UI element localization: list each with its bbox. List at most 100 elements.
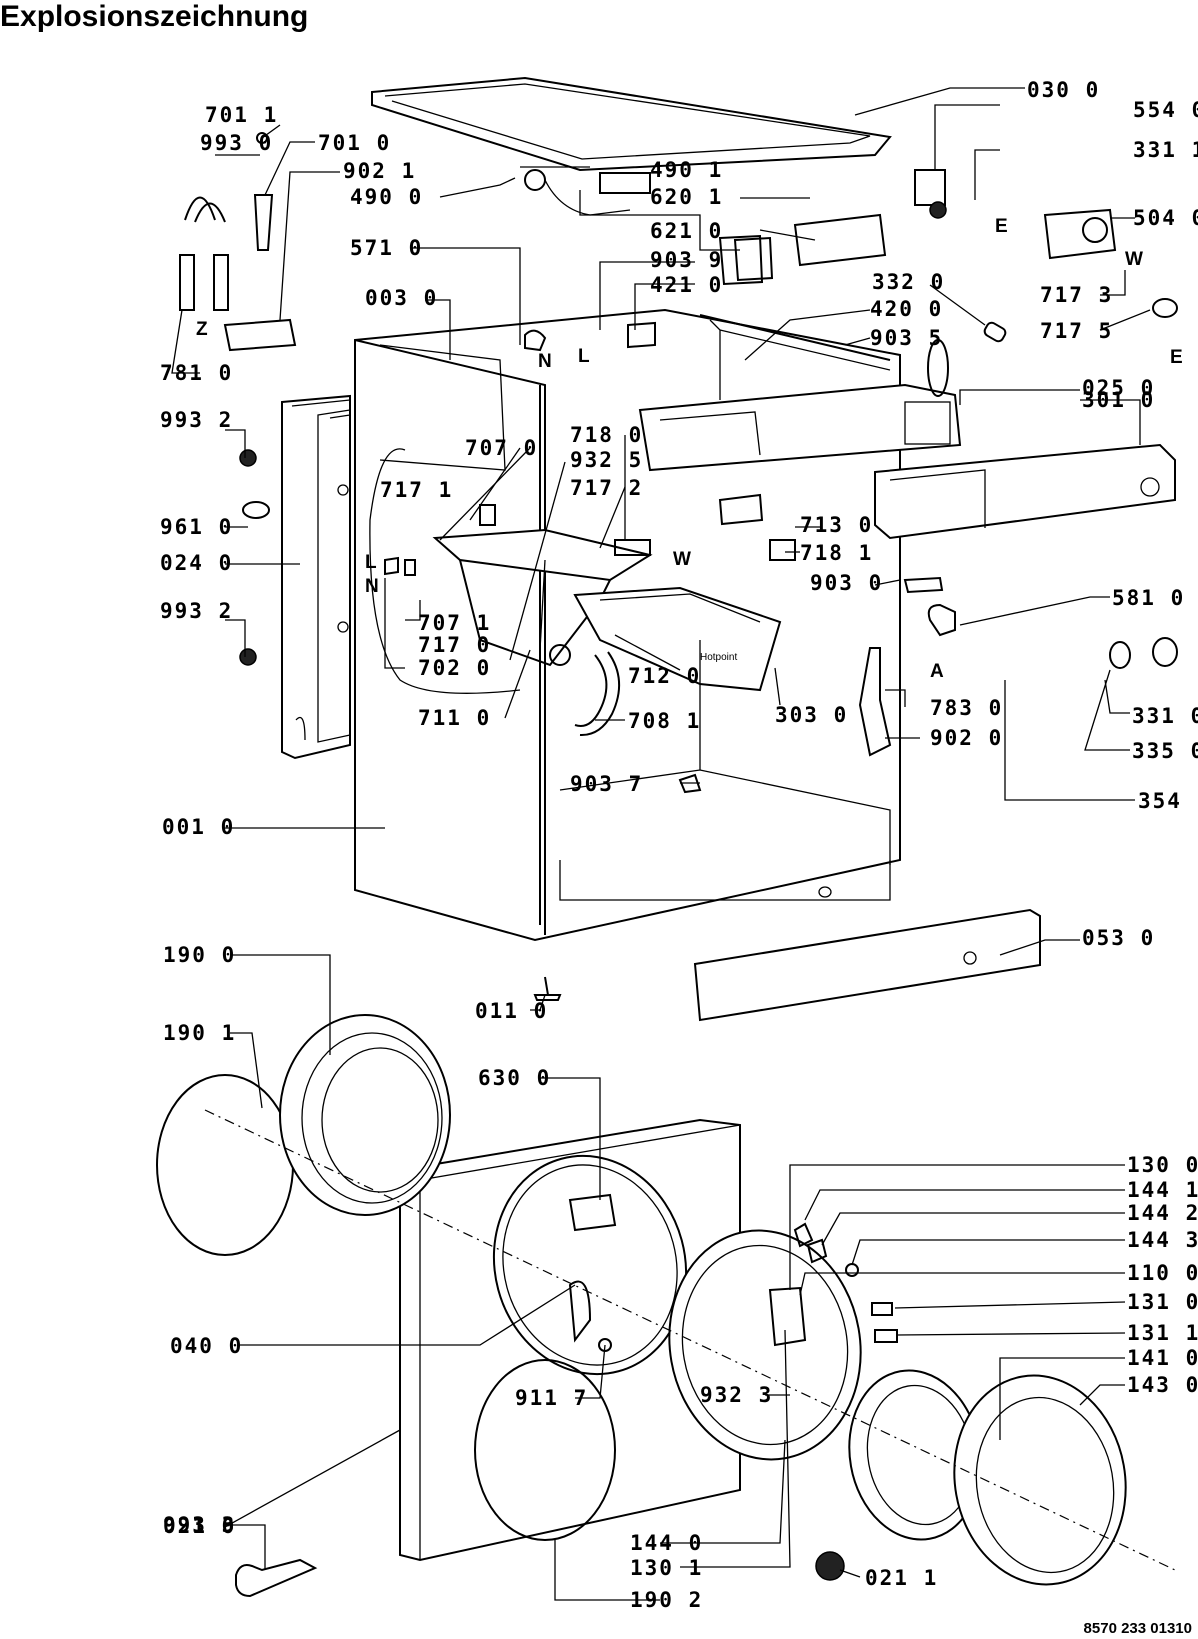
part-label: 571 0 <box>350 236 423 260</box>
part-label: N <box>538 351 552 372</box>
part-label: 420 0 <box>870 297 943 321</box>
part-label: 783 0 <box>930 696 1003 720</box>
part-label: 024 0 <box>160 551 233 575</box>
part-label: 144 1 <box>1127 1178 1198 1202</box>
hose-outline <box>369 448 521 694</box>
part-label: 130 0 <box>1127 1153 1198 1177</box>
part-label: 903 5 <box>870 326 943 350</box>
part-label: 131 1 <box>1127 1321 1198 1345</box>
part-label: 144 2 <box>1127 1201 1198 1225</box>
part-label: 001 0 <box>162 815 235 839</box>
part-label: 190 2 <box>630 1588 703 1612</box>
lid <box>371 76 892 172</box>
axis-line <box>204 1109 1176 1571</box>
part-label: 718 1 <box>800 541 873 565</box>
part-label: 143 0 <box>1127 1373 1198 1397</box>
part-label: 021 1 <box>865 1566 938 1590</box>
part-label: 303 0 <box>775 703 848 727</box>
small-parts <box>179 132 1178 1352</box>
part-label: 902 1 <box>343 159 416 183</box>
part-label: W <box>673 549 691 570</box>
part-label: 911 7 <box>515 1386 588 1410</box>
detergent-dispenser: Hotpoint <box>432 528 782 692</box>
part-label: 621 0 <box>650 219 723 243</box>
part-label: 131 0 <box>1127 1290 1198 1314</box>
part-label: 630 0 <box>478 1066 551 1090</box>
part-label: 190 1 <box>163 1021 236 1045</box>
part-label: 961 0 <box>160 515 233 539</box>
part-label: 003 0 <box>365 286 438 310</box>
part-label: L <box>578 346 590 367</box>
part-label: 490 1 <box>650 158 723 182</box>
part-label: 993 2 <box>160 408 233 432</box>
part-label: 707 0 <box>465 436 538 460</box>
part-label: 190 0 <box>163 943 236 967</box>
part-label: W <box>1125 249 1143 270</box>
part-label: A <box>930 661 944 682</box>
door-frame <box>668 1229 862 1461</box>
part-label: 717 1 <box>380 478 453 502</box>
part-label: 040 0 <box>170 1334 243 1358</box>
part-label: 903 7 <box>570 772 643 796</box>
part-label: 932 5 <box>570 448 643 472</box>
part-label: 903 0 <box>810 571 883 595</box>
part-label: 717 2 <box>570 476 643 500</box>
part-label: 581 0 <box>1112 586 1185 610</box>
part-label: 030 0 <box>1027 78 1100 102</box>
part-label: 554 0 <box>1133 98 1198 122</box>
part-label: 707 1 <box>418 611 491 635</box>
part-label: 332 0 <box>872 270 945 294</box>
part-label: 701 0 <box>318 131 391 155</box>
part-label: 932 3 <box>700 1383 773 1407</box>
part-label: 130 1 <box>630 1556 703 1580</box>
kickstrip <box>693 908 1041 1022</box>
door-seal <box>156 1014 451 1256</box>
part-label: 331 1 <box>1133 138 1198 162</box>
svg-text:Hotpoint: Hotpoint <box>700 652 737 663</box>
part-label: 504 0 <box>1133 206 1198 230</box>
part-label: L <box>365 552 377 573</box>
part-label: 902 0 <box>930 726 1003 750</box>
part-label: 717 3 <box>1040 283 1113 307</box>
part-label: 490 0 <box>350 185 423 209</box>
part-label: 717 0 <box>418 633 491 657</box>
hose <box>574 651 621 737</box>
side-panel <box>281 394 351 760</box>
control-panel-fascia <box>874 443 1176 540</box>
part-label: 144 0 <box>630 1531 703 1555</box>
part-label: 021 0 <box>163 1514 236 1538</box>
part-label: 331 0 <box>1132 704 1198 728</box>
part-label: 711 0 <box>418 706 491 730</box>
part-label: E <box>995 216 1008 237</box>
part-label: 702 0 <box>418 656 491 680</box>
part-label: 718 0 <box>570 423 643 447</box>
door-seal-ring <box>474 1359 616 1541</box>
leader-lines <box>171 87 1151 1601</box>
door-outer-ring <box>953 1374 1127 1586</box>
part-label: 708 1 <box>628 709 701 733</box>
part-label: E <box>1170 347 1183 368</box>
part-label: 781 0 <box>160 361 233 385</box>
part-label: 717 5 <box>1040 319 1113 343</box>
page-title: Explosionszeichnung <box>0 0 309 33</box>
part-label: 701 1 <box>205 103 278 127</box>
part-labels: 701 1 993 0 701 0 902 1 490 0 571 0 003 … <box>160 78 1198 1612</box>
part-label: 620 1 <box>650 185 723 209</box>
part-label: 053 0 <box>1082 926 1155 950</box>
door-handle-knob <box>815 1551 845 1581</box>
part-label: 301 0 <box>1082 388 1155 412</box>
part-label: 713 0 <box>800 513 873 537</box>
part-label: 903 9 <box>650 248 723 272</box>
part-label: 335 0 <box>1132 739 1198 763</box>
part-label: 993 3 <box>163 1513 236 1537</box>
part-label: 025 0 <box>1082 376 1155 400</box>
part-label: N <box>365 576 379 597</box>
part-label: Z <box>196 319 208 340</box>
part-label: 712 0 <box>628 664 701 688</box>
document-number: 8570 233 01310 <box>1083 1620 1192 1637</box>
part-label: 110 0 <box>1127 1261 1198 1285</box>
part-label: 144 3 <box>1127 1228 1198 1252</box>
part-label: 993 0 <box>200 131 273 155</box>
part-label: 011 0 <box>475 999 548 1023</box>
